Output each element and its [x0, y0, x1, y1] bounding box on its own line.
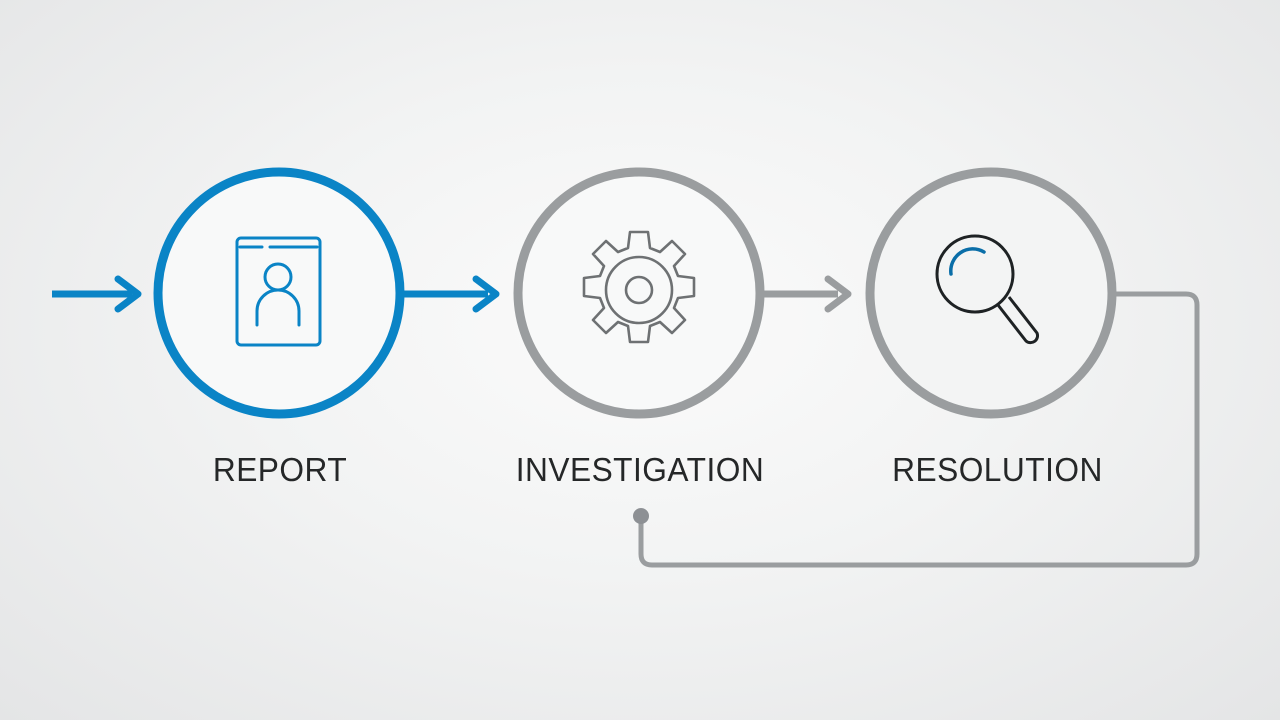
- stage-report[interactable]: [153, 167, 405, 419]
- stage-resolution[interactable]: [865, 167, 1117, 419]
- stage-label-investigation: INVESTIGATION: [515, 451, 765, 488]
- entry-arrow: [52, 275, 142, 313]
- feedback-loop-endpoint: [633, 508, 649, 524]
- stage-label-resolution: RESOLUTION: [892, 451, 1103, 488]
- magnifying-glass-icon: [935, 234, 1039, 345]
- id-card-person-icon: [235, 236, 322, 347]
- stage-label-report: REPORT: [212, 451, 348, 488]
- arrow-investigation-to-resolution: [764, 275, 852, 313]
- feedback-loop-connector: [633, 291, 1200, 568]
- gear-icon: [582, 230, 696, 344]
- arrow-report-to-investigation: [404, 275, 500, 313]
- stage-investigation[interactable]: [513, 167, 765, 419]
